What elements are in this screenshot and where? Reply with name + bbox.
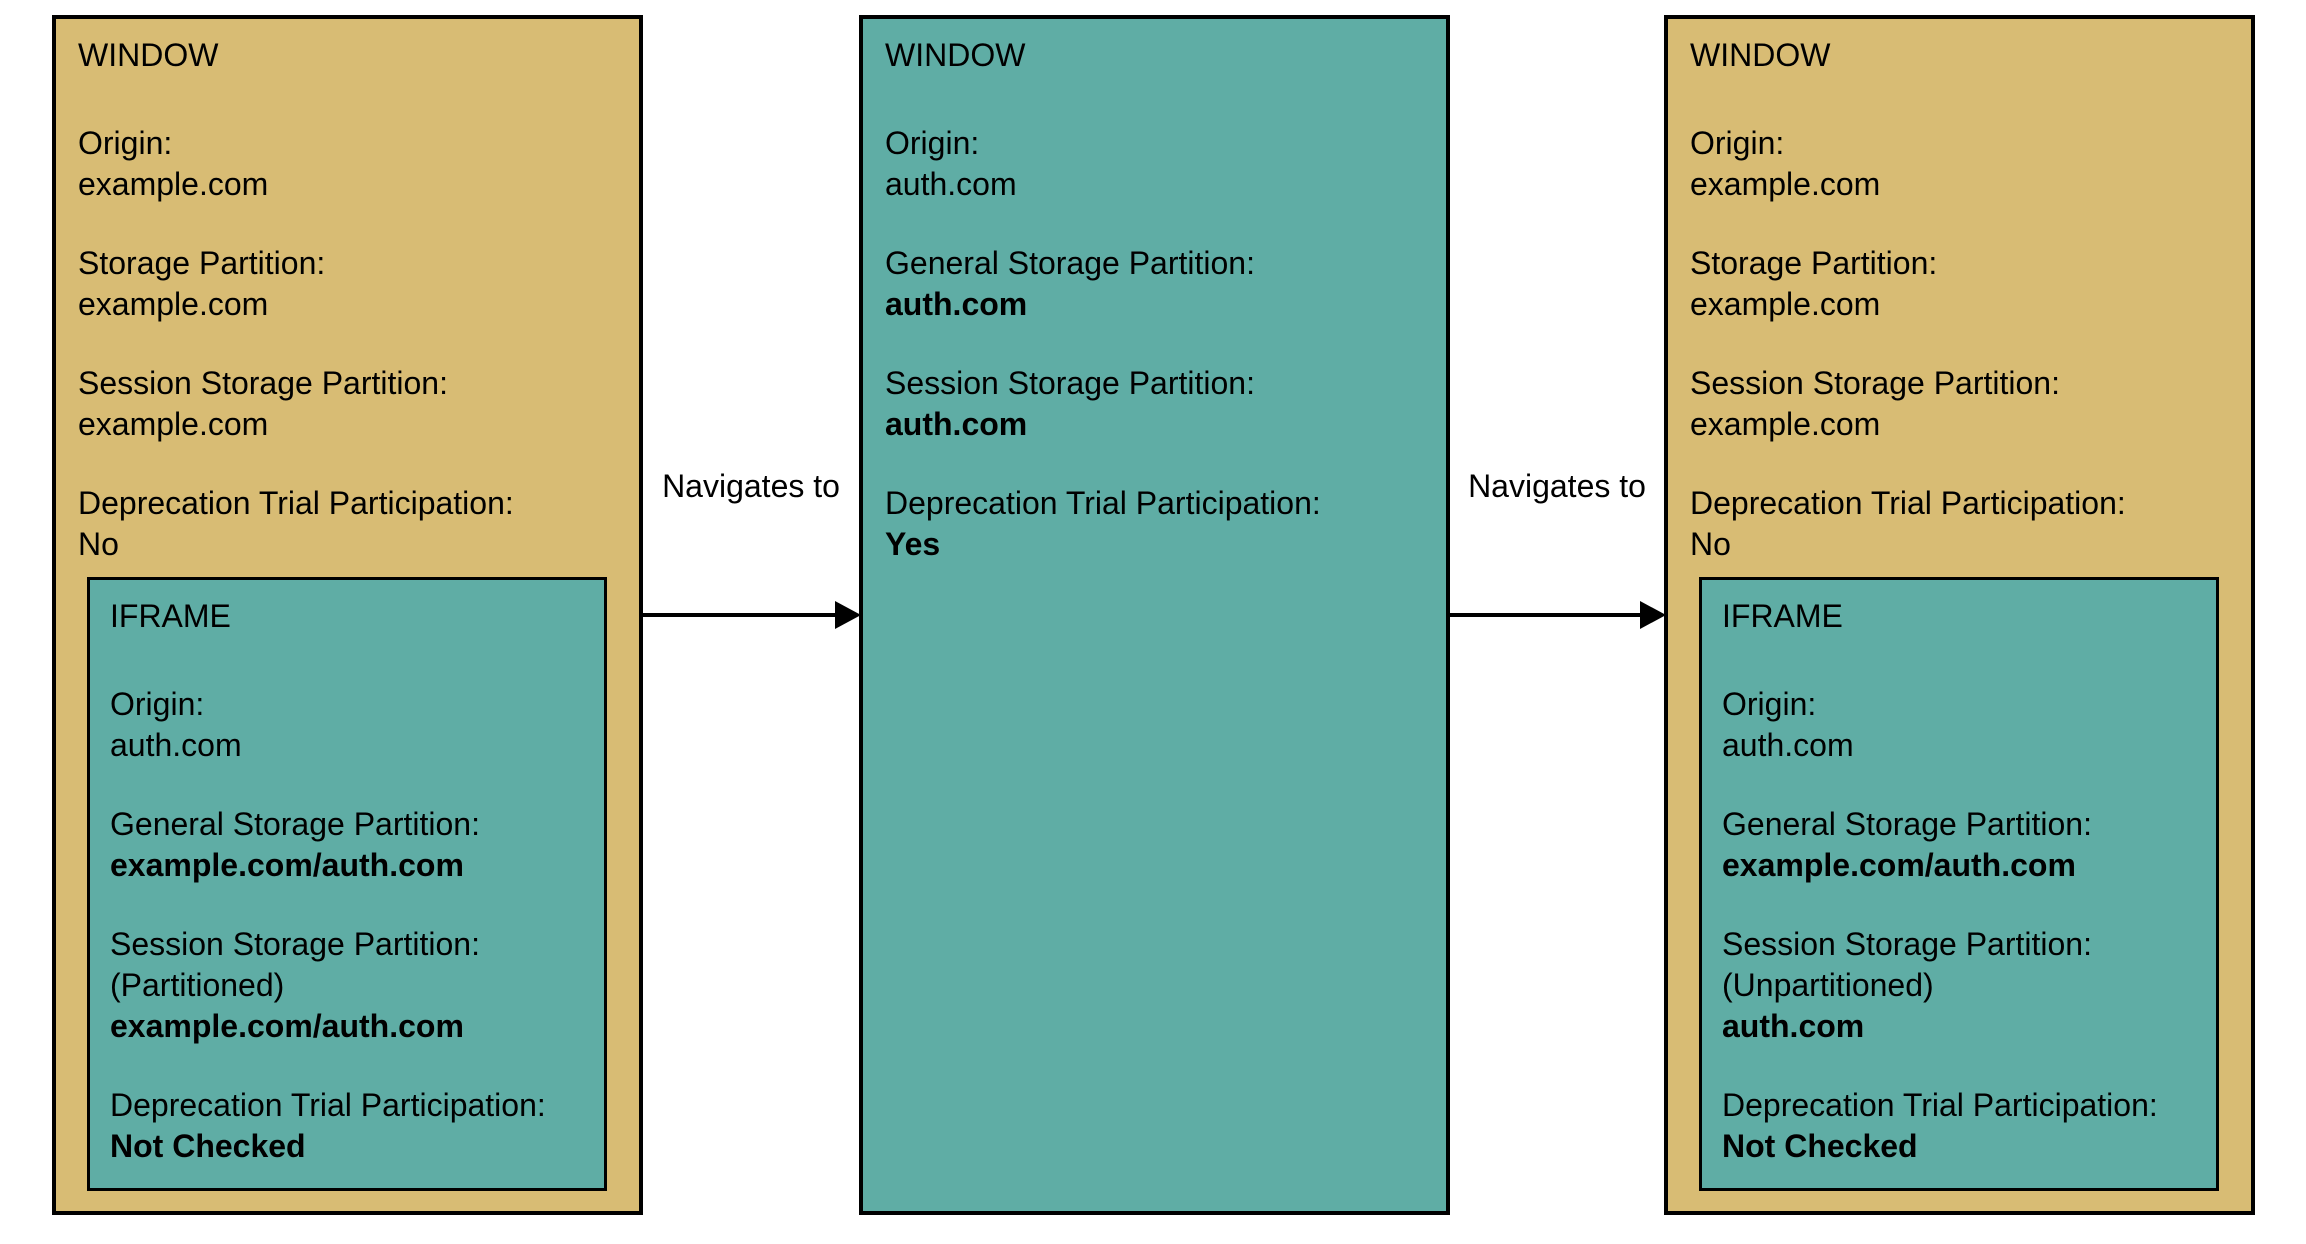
field-value: example.com (1690, 406, 1881, 442)
arrow-line-1 (643, 613, 839, 617)
arrow-head-icon-1 (835, 601, 861, 629)
field-value: Not Checked (1722, 1128, 1918, 1164)
field-label: Origin: (78, 125, 173, 161)
iframe-box-auth-2: IFRAME Origin: auth.com General Storage … (1699, 577, 2219, 1191)
field-label: Storage Partition: (1690, 245, 1938, 281)
window-title: WINDOW (885, 37, 1026, 73)
window-box-auth: WINDOW Origin: auth.com General Storage … (859, 15, 1450, 1215)
field-value: auth.com (885, 406, 1028, 442)
field-note: (Partitioned) (110, 967, 285, 1003)
field-session-storage-partition: Session Storage Partition: (Unpartitione… (1722, 924, 2198, 1047)
field-origin: Origin: example.com (1690, 123, 2231, 205)
field-session-storage-partition: Session Storage Partition: auth.com (885, 363, 1426, 445)
field-general-storage-partition: General Storage Partition: example.com/a… (1722, 804, 2198, 886)
field-deprecation-trial: Deprecation Trial Participation: Not Che… (1722, 1085, 2198, 1167)
field-value: example.com (78, 286, 269, 322)
iframe-title: IFRAME (110, 598, 231, 634)
field-label: Session Storage Partition: (110, 926, 480, 962)
field-origin: Origin: example.com (78, 123, 619, 205)
field-origin: Origin: auth.com (885, 123, 1426, 205)
field-general-storage-partition: General Storage Partition: example.com/a… (110, 804, 586, 886)
field-value: example.com (1690, 286, 1881, 322)
field-label: Origin: (110, 686, 205, 722)
field-value: Yes (885, 526, 941, 562)
field-label: Deprecation Trial Participation: (885, 485, 1321, 521)
field-deprecation-trial: Deprecation Trial Participation: Not Che… (110, 1085, 586, 1167)
field-label: General Storage Partition: (885, 245, 1255, 281)
iframe-box-auth-1: IFRAME Origin: auth.com General Storage … (87, 577, 607, 1191)
field-label: Deprecation Trial Participation: (1722, 1087, 2158, 1123)
field-value: No (1690, 526, 1731, 562)
field-label: Deprecation Trial Participation: (1690, 485, 2126, 521)
iframe-title: IFRAME (1722, 598, 1843, 634)
field-session-storage-partition: Session Storage Partition: example.com (78, 363, 619, 445)
field-value: example.com/auth.com (110, 847, 464, 883)
field-origin: Origin: auth.com (110, 684, 586, 766)
field-storage-partition: Storage Partition: example.com (78, 243, 619, 325)
field-general-storage-partition: General Storage Partition: auth.com (885, 243, 1426, 325)
field-origin: Origin: auth.com (1722, 684, 2198, 766)
field-session-storage-partition: Session Storage Partition: example.com (1690, 363, 2231, 445)
field-label: Origin: (885, 125, 980, 161)
field-storage-partition: Storage Partition: example.com (1690, 243, 2231, 325)
field-label: General Storage Partition: (110, 806, 480, 842)
field-session-storage-partition: Session Storage Partition: (Partitioned)… (110, 924, 586, 1047)
field-label: Session Storage Partition: (78, 365, 448, 401)
field-label: Session Storage Partition: (885, 365, 1255, 401)
navigates-to-label-1: Navigates to (662, 468, 840, 504)
field-value: auth.com (885, 166, 1017, 202)
field-label: Session Storage Partition: (1722, 926, 2092, 962)
field-note: (Unpartitioned) (1722, 967, 1934, 1003)
window-box-example-2: WINDOW Origin: example.com Storage Parti… (1664, 15, 2255, 1215)
window-title: WINDOW (78, 37, 219, 73)
field-value: Not Checked (110, 1128, 306, 1164)
field-label: Deprecation Trial Participation: (110, 1087, 546, 1123)
field-value: example.com/auth.com (110, 1008, 464, 1044)
field-value: auth.com (885, 286, 1028, 322)
field-value: No (78, 526, 119, 562)
field-value: auth.com (1722, 727, 1854, 763)
field-label: General Storage Partition: (1722, 806, 2092, 842)
window-box-example-1: WINDOW Origin: example.com Storage Parti… (52, 15, 643, 1215)
field-label: Origin: (1690, 125, 1785, 161)
field-value: example.com/auth.com (1722, 847, 2076, 883)
field-label: Origin: (1722, 686, 1817, 722)
field-deprecation-trial: Deprecation Trial Participation: No (78, 483, 619, 565)
window-title: WINDOW (1690, 37, 1831, 73)
arrow-head-icon-2 (1640, 601, 1666, 629)
field-value: auth.com (1722, 1008, 1865, 1044)
field-label: Storage Partition: (78, 245, 326, 281)
arrow-line-2 (1450, 613, 1646, 617)
field-label: Session Storage Partition: (1690, 365, 2060, 401)
field-label: Deprecation Trial Participation: (78, 485, 514, 521)
navigates-to-label-2: Navigates to (1468, 468, 1646, 504)
field-deprecation-trial: Deprecation Trial Participation: Yes (885, 483, 1426, 565)
field-value: example.com (78, 166, 269, 202)
field-value: auth.com (110, 727, 242, 763)
field-value: example.com (78, 406, 269, 442)
field-value: example.com (1690, 166, 1881, 202)
field-deprecation-trial: Deprecation Trial Participation: No (1690, 483, 2231, 565)
